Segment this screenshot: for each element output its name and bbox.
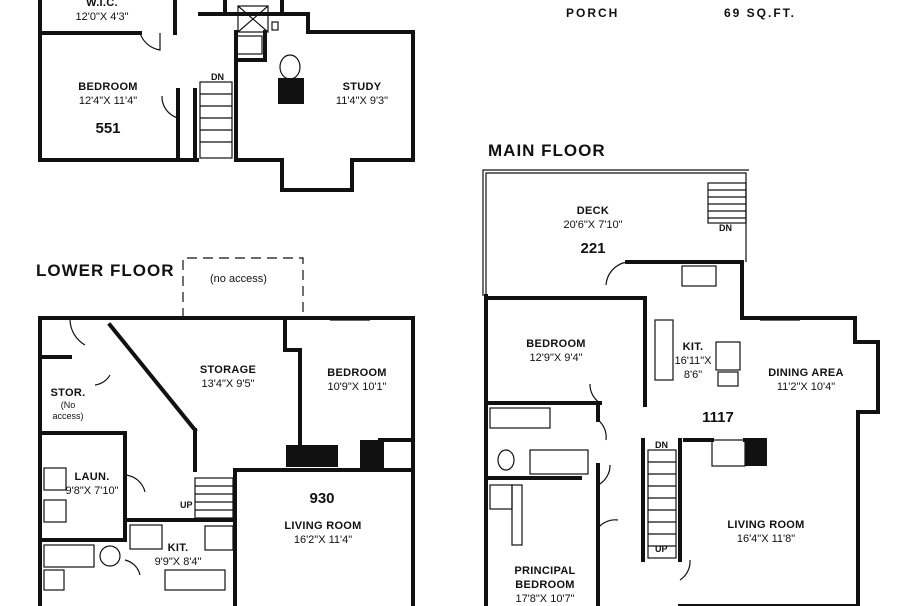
room-upper-bedroom: BEDROOM 12'4"X 11'4" — [78, 80, 138, 108]
room-dims: 9'8"X 7'10" — [65, 485, 119, 497]
room-name: KIT. — [682, 341, 704, 353]
room-dims: 11'2"X 10'4" — [776, 381, 836, 393]
room-dims: 10'9"X 10'1" — [327, 381, 387, 393]
room-dims-cont: 8'6" — [683, 369, 703, 381]
main-floor-title: MAIN FLOOR — [488, 141, 606, 160]
main-area: 1117 — [702, 409, 734, 426]
room-dims: 12'4"X 11'4" — [78, 95, 138, 107]
lower-stairs-up: UP — [180, 500, 193, 510]
upper-area: 551 — [95, 120, 121, 137]
deck-stairs-dn: DN — [719, 223, 732, 233]
room-main-kitchen: KIT. 16'11"X 8'6" — [675, 340, 712, 382]
room-dims: 12'9"X 9'4" — [529, 352, 583, 364]
lower-fireplace — [286, 445, 338, 467]
room-note: (No — [60, 400, 76, 410]
room-dims: 16'4"X 11'8" — [736, 533, 796, 545]
room-dims: 12'0"X 4'3" — [75, 11, 129, 23]
room-deck: DECK 20'6"X 7'10" — [563, 204, 622, 232]
room-lower-bedroom: BEDROOM 10'9"X 10'1" — [327, 366, 387, 394]
lower-area: 930 — [309, 490, 335, 507]
room-study: STUDY 11'4"X 9'3" — [336, 80, 388, 108]
room-name: BEDROOM — [327, 367, 387, 379]
main-stairs-dn: DN — [655, 440, 668, 450]
room-name: W.I.C. — [86, 0, 118, 9]
room-stor: STOR. (No access) — [51, 386, 86, 422]
room-name: STOR. — [50, 387, 86, 399]
room-name: LIVING ROOM — [727, 519, 805, 531]
main-stairs — [647, 449, 677, 559]
room-main-living: LIVING ROOM 16'4"X 11'8" — [727, 518, 804, 546]
upper-stairs — [199, 81, 233, 159]
room-lower-living: LIVING ROOM 16'2"X 11'4" — [284, 519, 361, 547]
room-name: DINING AREA — [768, 367, 844, 379]
room-main-bedroom: BEDROOM 12'9"X 9'4" — [526, 337, 586, 365]
room-laundry: LAUN. 9'8"X 7'10" — [66, 470, 119, 498]
upper-stairs-dn: DN — [211, 72, 224, 82]
deck-stairs — [707, 182, 747, 224]
room-name: DECK — [576, 205, 610, 217]
room-dims: 20'6"X 7'10" — [563, 219, 623, 231]
room-principal-bedroom: PRINCIPAL BEDROOM 17'8"X 10'7" — [514, 564, 575, 606]
room-dims: 11'4"X 9'3" — [335, 95, 389, 107]
room-name: BEDROOM — [526, 338, 586, 350]
room-name: PRINCIPAL — [514, 565, 576, 577]
room-note-cont: access) — [52, 411, 84, 421]
lower-floor-walls — [38, 316, 415, 606]
porch-label: PORCH — [566, 6, 620, 20]
main-floor-walls — [484, 260, 880, 606]
upper-floor-walls — [38, 0, 415, 192]
deck-area: 221 — [580, 240, 606, 257]
room-lower-kitchen: KIT. 9'9"X 8'4" — [155, 541, 202, 569]
room-name: KIT. — [167, 542, 189, 554]
upper-fireplace — [278, 78, 304, 104]
room-dims: 16'2"X 11'4" — [293, 534, 353, 546]
room-dims: 16'11"X — [674, 355, 712, 367]
room-name-cont: BEDROOM — [515, 579, 575, 591]
lower-floor-title: LOWER FLOOR — [36, 261, 175, 280]
lower-stairs — [194, 477, 234, 519]
room-dining-area: DINING AREA 11'2"X 10'4" — [768, 366, 844, 394]
room-name: STUDY — [342, 81, 382, 93]
room-name: LIVING ROOM — [284, 520, 362, 532]
room-dims: 9'9"X 8'4" — [154, 556, 202, 568]
room-dims: 13'4"X 9'5" — [201, 378, 255, 390]
room-name: LAUN. — [74, 471, 110, 483]
room-name: BEDROOM — [78, 81, 138, 93]
room-name: STORAGE — [199, 364, 257, 376]
room-storage: STORAGE 13'4"X 9'5" — [200, 363, 256, 391]
room-dims: 17'8"X 10'7" — [515, 593, 575, 605]
no-access-note: (no access) — [210, 273, 267, 285]
room-wic: W.I.C. 12'0"X 4'3" — [76, 0, 129, 24]
main-stairs-up: UP — [655, 544, 668, 554]
deck-outline — [485, 172, 747, 296]
porch-area: 69 SQ.FT. — [724, 6, 797, 20]
